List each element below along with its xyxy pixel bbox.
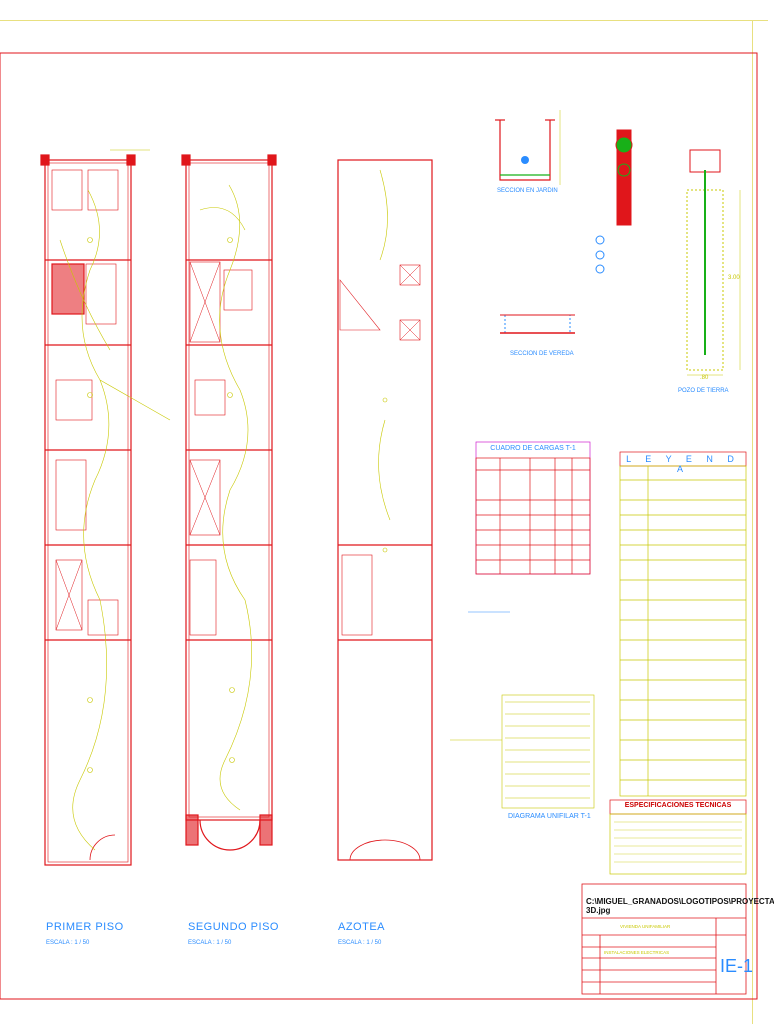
leyenda-title: L E Y E N D A: [626, 454, 740, 474]
floor-scale-segundo-piso: ESCALA : 1 / 50: [188, 940, 232, 946]
leyenda-table: [619, 451, 747, 797]
title-block-specialty: INSTALACIONES ELECTRICAS: [604, 950, 670, 955]
wiring-segundo-piso: [199, 184, 252, 811]
detail-title-vereda: SECCION DE VEREDA: [510, 351, 574, 357]
floor-scale-primer-piso: ESCALA : 1 / 50: [46, 940, 90, 946]
especificaciones-box: [609, 799, 747, 875]
diagrama-unifilar-lines: [450, 611, 595, 809]
detail-electrode: [595, 129, 741, 376]
floor-scale-azotea: ESCALA : 1 / 50: [338, 940, 382, 946]
floor-plan-primer-piso: [40, 154, 136, 866]
floor-plan-azotea: [337, 159, 433, 861]
cuadro-cargas-title: CUADRO DE CARGAS T-1: [490, 445, 576, 452]
cuadro-cargas-table: [475, 441, 591, 575]
detail-title-jardin: SECCION EN JARDIN: [497, 188, 558, 194]
title-block-lines: [581, 883, 747, 995]
cad-drawing: [0, 20, 768, 1024]
sheet-number: IE-1: [720, 956, 754, 976]
title-block-project: VIVIENDA UNIFAMILIAR: [620, 924, 671, 929]
detail-title-pozo: POZO DE TIERRA: [678, 388, 729, 394]
detail-seccion-vereda: [500, 314, 575, 334]
floor-title-azotea: AZOTEA: [338, 921, 386, 933]
diagrama-unifilar-title: DIAGRAMA UNIFILAR T-1: [508, 813, 591, 820]
pozo-width-label: .80: [700, 375, 709, 381]
floor-plan-segundo-piso: [181, 154, 277, 851]
floor-title-segundo-piso: SEGUNDO PISO: [188, 921, 279, 933]
wiring-primer-piso: [59, 149, 171, 851]
pozo-depth-label: 3.00: [728, 275, 740, 281]
floor-title-primer-piso: PRIMER PISO: [46, 921, 124, 933]
especificaciones-title: ESPECIFICACIONES TECNICAS: [624, 802, 732, 809]
title-block-path: C:\MIGUEL_GRANADOS\LOGOTIPOS\PROYECTA 3D…: [586, 897, 774, 915]
wiring-azotea: [378, 169, 391, 553]
drawing-frame: [0, 20, 768, 1024]
detail-seccion-jardin: [495, 110, 561, 185]
